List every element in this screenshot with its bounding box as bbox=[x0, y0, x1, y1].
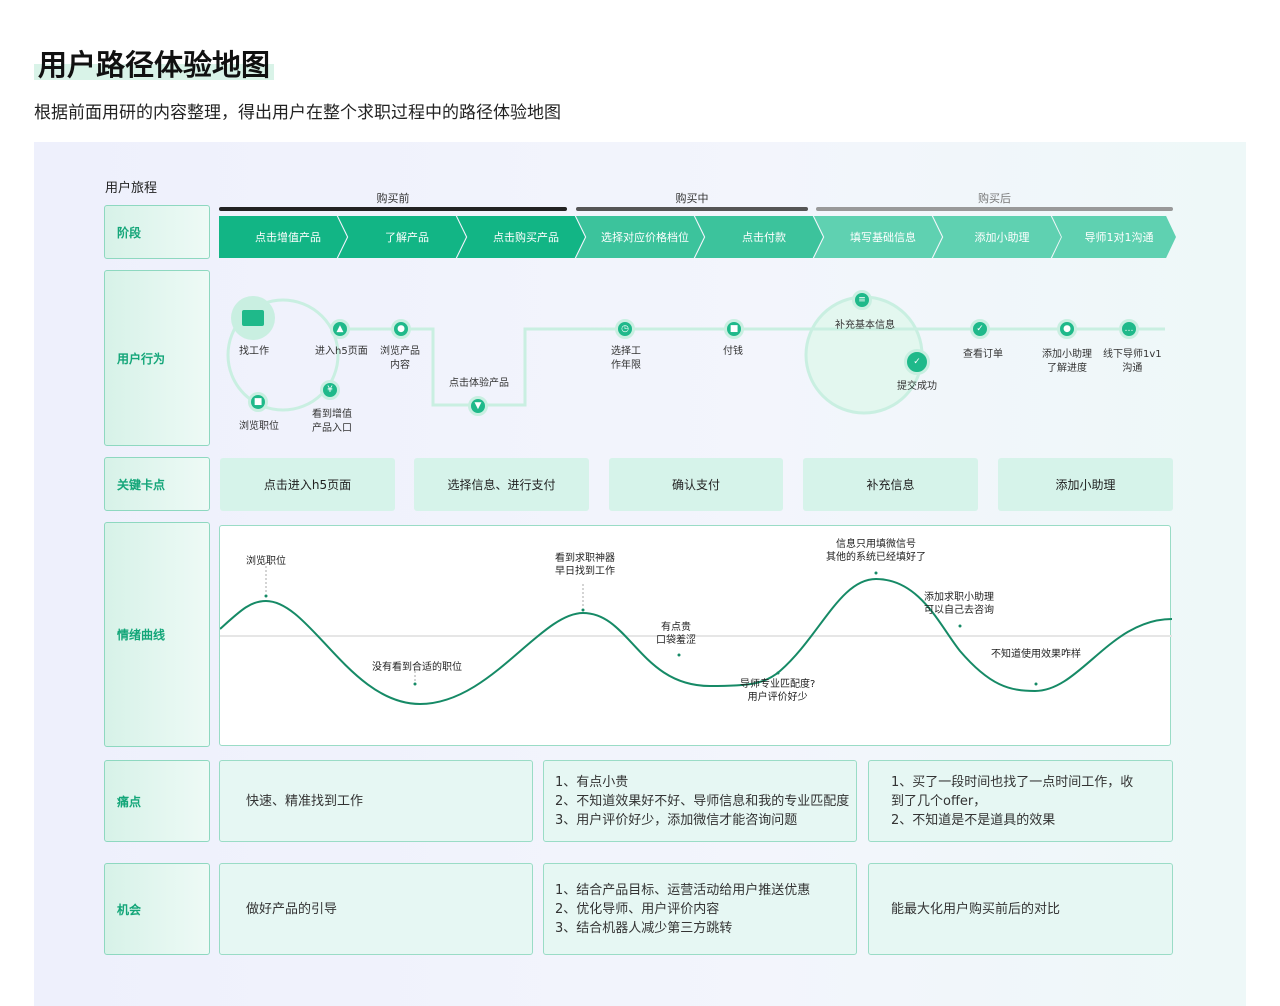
emotion-label: 添加求职小助理 可以自己去咨询 bbox=[924, 592, 994, 616]
emotion-label: 浏览职位 bbox=[246, 556, 286, 567]
action-label: 点击体验产品 bbox=[449, 378, 509, 389]
emotion-label: 有点贵 口袋羞涩 bbox=[656, 622, 696, 646]
chance-card: 做好产品的引导 bbox=[219, 863, 533, 955]
phase-label: 购买中 bbox=[675, 192, 709, 205]
clipboard-icon: ≡ bbox=[852, 290, 872, 310]
action-label: 进入h5页面 bbox=[315, 346, 368, 357]
pain-text: 1、有点小贵 2、不知道效果好不好、导师信息和我的专业匹配度 3、用户评价好少，… bbox=[555, 774, 850, 828]
chance-text: 1、结合产品目标、运营活动给用户推送优惠 2、优化导师、用户评价内容 3、结合机… bbox=[555, 882, 811, 936]
chance-card: 1、结合产品目标、运营活动给用户推送优惠 2、优化导师、用户评价内容 3、结合机… bbox=[543, 863, 857, 955]
emotion-label: 导师专业匹配度? 用户评价好少 bbox=[740, 679, 816, 703]
chance-text: 做好产品的引导 bbox=[246, 901, 338, 917]
wallet-icon: ■ bbox=[724, 319, 744, 339]
emotion-label: 信息只用填微信号 其他的系统已经填好了 bbox=[826, 539, 926, 563]
order-icon: ✓ bbox=[970, 319, 990, 339]
coin-icon: ¥ bbox=[320, 380, 340, 400]
stage-chevron: 点击增值产品 bbox=[219, 216, 347, 258]
emotion-label: 看到求职神器 早日找到工作 bbox=[555, 553, 615, 577]
stage-chevron: 填写基础信息 bbox=[814, 216, 942, 258]
clock-icon: ◷ bbox=[615, 319, 635, 339]
stage-chevron: 了解产品 bbox=[338, 216, 466, 258]
action-label: 浏览产品 内容 bbox=[380, 346, 420, 371]
action-label: 添加小助理 了解进度 bbox=[1042, 349, 1092, 374]
row-label-key: 关键卡点 bbox=[104, 457, 210, 511]
keypoint-box: 选择信息、进行支付 bbox=[414, 458, 589, 511]
phase-bar bbox=[816, 207, 1173, 211]
phase-bar bbox=[219, 207, 567, 211]
action-label: 付钱 bbox=[723, 346, 743, 357]
page-title: 用户路径体验地图 bbox=[38, 48, 271, 82]
action-label: 查看订单 bbox=[963, 349, 1003, 360]
title-highlight bbox=[34, 64, 274, 80]
row-label-behavior: 用户行为 bbox=[104, 270, 210, 446]
pain-card: 1、买了一段时间也找了一点时间工作，收 到了几个offer， 2、不知道是不是道… bbox=[868, 760, 1173, 842]
page-subtitle: 根据前面用研的内容整理，得出用户在整个求职过程中的路径体验地图 bbox=[34, 103, 561, 123]
stage-chevron: 点击付款 bbox=[695, 216, 823, 258]
action-label: 补充基本信息 bbox=[835, 320, 895, 331]
row-label-pain: 痛点 bbox=[104, 760, 210, 842]
keypoint-box: 添加小助理 bbox=[998, 458, 1173, 511]
user-icon: ● bbox=[1057, 319, 1077, 339]
action-label: 看到增值 产品入口 bbox=[312, 409, 352, 434]
computer-icon bbox=[231, 296, 275, 340]
stage-chevron: 添加小助理 bbox=[933, 216, 1061, 258]
action-label: 选择工 作年限 bbox=[611, 346, 641, 371]
briefcase-icon: ■ bbox=[248, 392, 268, 412]
cart-icon: ▼ bbox=[468, 396, 488, 416]
stage-chevron: 导师1对1沟通 bbox=[1052, 216, 1176, 258]
action-label: 线下导师1v1 沟通 bbox=[1103, 349, 1162, 374]
eye-icon: ● bbox=[391, 319, 411, 339]
row-label-emotion: 情绪曲线 bbox=[104, 522, 210, 747]
pain-card: 快速、精准找到工作 bbox=[219, 760, 533, 842]
stage-chevron: 点击购买产品 bbox=[457, 216, 585, 258]
action-label: 找工作 bbox=[239, 346, 269, 357]
emotion-chart bbox=[219, 525, 1172, 746]
emotion-label: 没有看到合适的职位 bbox=[372, 662, 462, 673]
chart-icon: ▲ bbox=[330, 319, 350, 339]
action-label: 浏览职位 bbox=[239, 421, 279, 432]
emotion-curve bbox=[220, 562, 1172, 706]
action-label: 提交成功 bbox=[897, 381, 937, 392]
keypoint-box: 补充信息 bbox=[803, 458, 978, 511]
phase-bar bbox=[576, 207, 808, 211]
stage-chevron: 选择对应价格档位 bbox=[576, 216, 704, 258]
pain-card: 1、有点小贵 2、不知道效果好不好、导师信息和我的专业匹配度 3、用户评价好少，… bbox=[543, 760, 857, 842]
row-label-chance: 机会 bbox=[104, 863, 210, 955]
keypoint-box: 确认支付 bbox=[609, 458, 783, 511]
phase-label: 购买前 bbox=[376, 192, 410, 205]
pain-text: 1、买了一段时间也找了一点时间工作，收 到了几个offer， 2、不知道是不是道… bbox=[891, 774, 1134, 828]
pain-text: 快速、精准找到工作 bbox=[246, 793, 364, 809]
row-label-stage: 阶段 bbox=[104, 205, 210, 259]
keypoint-box: 点击进入h5页面 bbox=[220, 458, 395, 511]
check-icon: ✓ bbox=[904, 349, 930, 375]
chat-icon: … bbox=[1119, 319, 1139, 339]
chance-text: 能最大化用户购买前后的对比 bbox=[891, 901, 1061, 917]
chance-card: 能最大化用户购买前后的对比 bbox=[868, 863, 1173, 955]
emotion-label: 不知道使用效果咋样 bbox=[991, 649, 1081, 660]
journey-label: 用户旅程 bbox=[105, 181, 158, 196]
phase-label: 购买后 bbox=[978, 192, 1011, 205]
